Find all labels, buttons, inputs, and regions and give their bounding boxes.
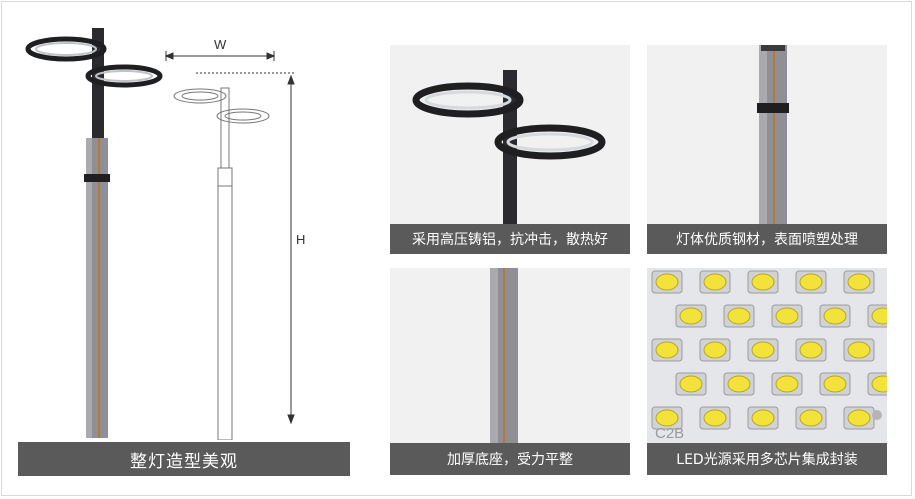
- panel-pole-body: [647, 45, 887, 225]
- main-caption: 整灯造型美观: [18, 442, 350, 476]
- led-chip: [747, 406, 779, 430]
- base-image: [490, 268, 518, 443]
- led-chip: [699, 338, 731, 362]
- led-chip: [675, 304, 707, 328]
- led-chip: [723, 304, 755, 328]
- height-dimension: [196, 72, 295, 425]
- pole-body-image: [757, 45, 789, 225]
- led-chip: [795, 270, 827, 294]
- pole-render: [25, 28, 163, 438]
- led-chip: [819, 304, 851, 328]
- chip-marking: C2B: [655, 425, 684, 442]
- led-chip: [795, 406, 827, 430]
- led-chip: [843, 270, 875, 294]
- led-chip: [747, 270, 779, 294]
- led-chip: [771, 304, 803, 328]
- led-chip: [651, 406, 683, 430]
- panel-4-caption: LED光源采用多芯片集成封装: [647, 443, 887, 475]
- led-chip: [675, 372, 707, 396]
- panel-lamp-head: [390, 45, 630, 225]
- panel-led-chips: C2B: [647, 268, 887, 443]
- lamp-head-image: [412, 70, 606, 225]
- height-label: H: [296, 232, 305, 247]
- led-chip: [771, 372, 803, 396]
- led-chips-image: C2B: [647, 268, 887, 443]
- pole-line-drawing: [173, 87, 270, 440]
- led-chip: [651, 270, 683, 294]
- led-chip: [843, 338, 875, 362]
- panel-base: [390, 268, 630, 443]
- led-chip: [699, 270, 731, 294]
- led-chip: [795, 338, 827, 362]
- led-chip: [723, 372, 755, 396]
- panel-1-caption: 采用高压铸铝，抗冲击，散热好: [390, 224, 630, 254]
- product-illustration: W H: [18, 18, 350, 440]
- led-chip: [867, 304, 887, 328]
- led-chip: [651, 338, 683, 362]
- led-chip: [747, 338, 779, 362]
- led-chip: [699, 406, 731, 430]
- width-dimension: [164, 51, 276, 61]
- led-chip: [819, 372, 851, 396]
- width-label: W: [214, 37, 227, 52]
- panel-3-caption: 加厚底座，受力平整: [390, 443, 630, 475]
- led-chip: [843, 406, 875, 430]
- panel-2-caption: 灯体优质钢材，表面喷塑处理: [647, 224, 887, 254]
- led-chip: [867, 372, 887, 396]
